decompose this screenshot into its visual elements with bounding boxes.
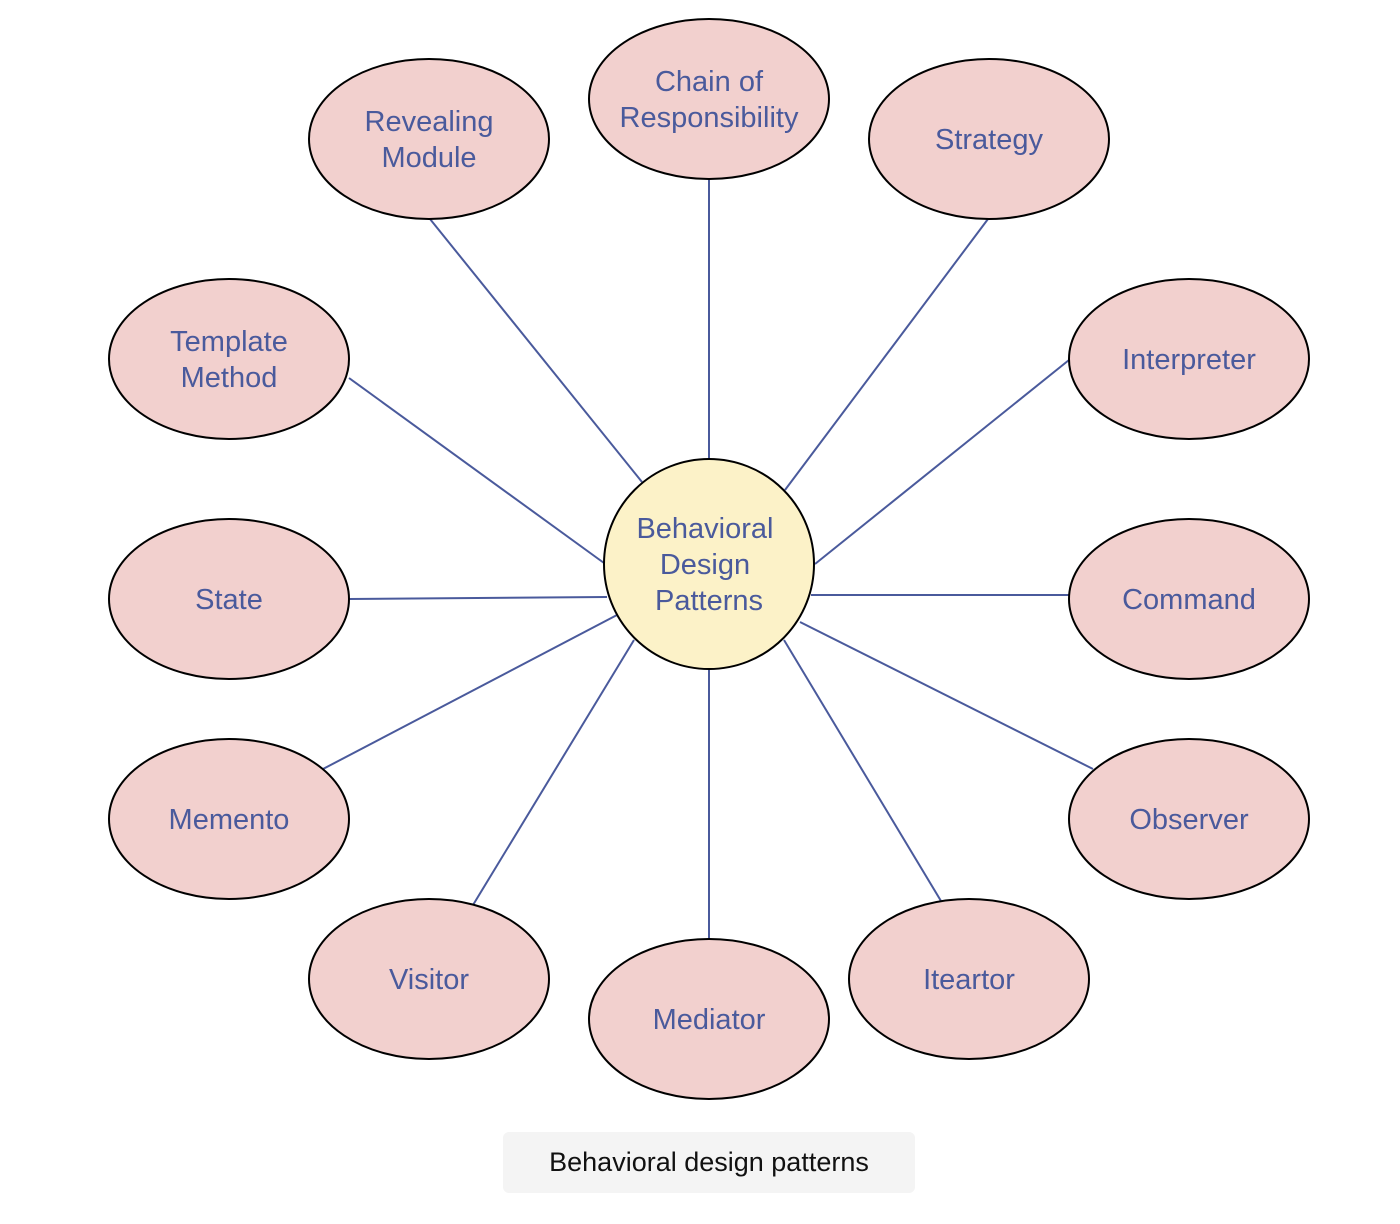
center-label-line: Design <box>660 549 750 581</box>
connector-memento <box>322 614 618 770</box>
node-label-line: Command <box>1122 584 1256 616</box>
node-label-line: Template <box>170 326 288 358</box>
diagram-caption: Behavioral design patterns <box>503 1132 915 1193</box>
connectors <box>322 180 1094 939</box>
node-label-line: Memento <box>169 804 290 836</box>
node-ellipse <box>108 738 350 900</box>
node-ellipse <box>1068 278 1310 440</box>
connector-revealing-module <box>429 218 643 483</box>
node-ellipse <box>108 278 350 440</box>
nodes: Chain of ResponsibilityStrategyInterprete… <box>108 18 1310 1100</box>
connector-state <box>348 596 608 600</box>
node-ellipse <box>108 518 350 680</box>
node-mediator: Mediator <box>588 938 830 1100</box>
connector-visitor <box>472 639 635 906</box>
node-ellipse <box>308 898 550 1060</box>
node-label-line: Responsibility <box>620 102 799 134</box>
node-label: Mediator <box>653 1004 766 1036</box>
node-ellipse <box>868 58 1110 220</box>
node-label: Memento <box>169 804 290 836</box>
node-label-line: State <box>195 584 263 616</box>
node-ellipse <box>588 938 830 1100</box>
node-label: Command <box>1122 584 1256 616</box>
node-ellipse <box>848 898 1090 1060</box>
node-label-line: Module <box>381 142 476 174</box>
node-label: Strategy <box>935 124 1043 156</box>
node-label-line: Chain of <box>655 66 764 98</box>
center-node-circle <box>603 458 815 670</box>
node-ellipse <box>1068 518 1310 680</box>
node-memento: Memento <box>108 738 350 900</box>
node-ellipse <box>588 18 830 180</box>
node-state: State <box>108 518 350 680</box>
node-ellipse <box>308 58 550 220</box>
center-label-line: Behavioral <box>636 513 773 545</box>
connector-iteartor <box>783 639 942 902</box>
connector-interpreter <box>814 359 1070 565</box>
node-label-line: Visitor <box>389 964 469 996</box>
node-label-line: Revealing <box>365 106 494 138</box>
node-strategy: Strategy <box>868 58 1110 220</box>
node-label: Visitor <box>389 964 469 996</box>
connector-strategy <box>784 218 989 491</box>
node-command: Command <box>1068 518 1310 680</box>
center-label-line: Patterns <box>655 585 763 617</box>
connector-template-method <box>348 377 605 564</box>
node-label-line: Observer <box>1129 804 1249 836</box>
node-label: Chain of Responsibility <box>620 66 799 134</box>
node-interpreter: Interpreter <box>1068 278 1310 440</box>
node-visitor: Visitor <box>308 898 550 1060</box>
node-label-line: Method <box>181 362 278 394</box>
node-observer: Observer <box>1068 738 1310 900</box>
node-label: Interpreter <box>1122 344 1256 376</box>
node-label: Iteartor <box>923 964 1015 996</box>
center-node-label: Behavioral Design Patterns <box>636 513 781 617</box>
node-label-line: Mediator <box>653 1004 766 1036</box>
node-chain-of-responsibility: Chain of Responsibility <box>588 18 830 180</box>
node-label-line: Interpreter <box>1122 344 1256 376</box>
node-label-line: Strategy <box>935 124 1043 156</box>
center-node: Behavioral Design Patterns <box>603 458 815 670</box>
node-iteartor: Iteartor <box>848 898 1090 1060</box>
connector-observer <box>799 621 1094 770</box>
node-ellipse <box>1068 738 1310 900</box>
node-label: State <box>195 584 263 616</box>
node-label: Observer <box>1129 804 1249 836</box>
node-label-line: Iteartor <box>923 964 1015 996</box>
